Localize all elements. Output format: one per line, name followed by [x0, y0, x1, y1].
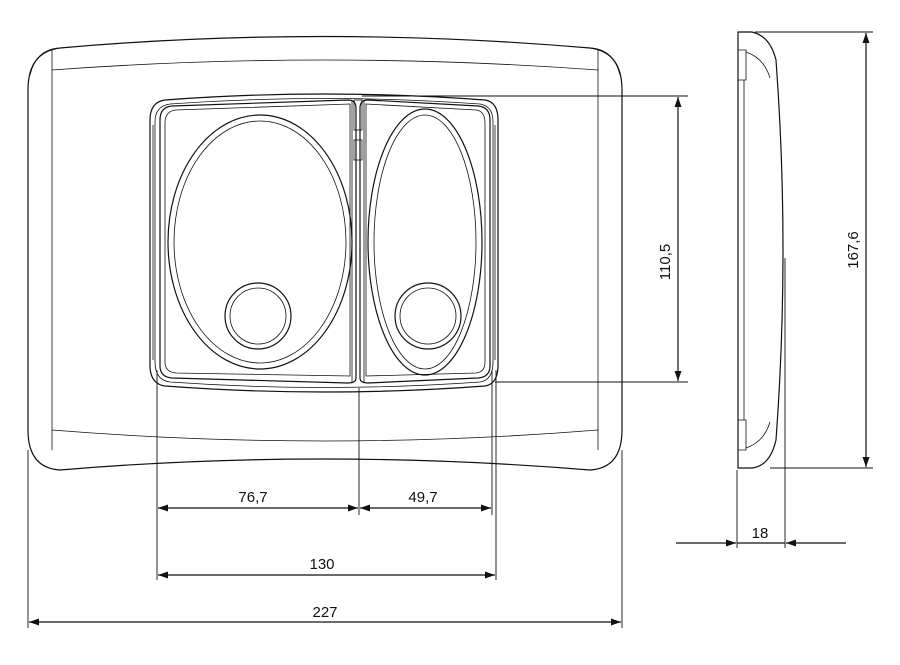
dim-plate-depth: 18 — [752, 525, 769, 542]
button-frame — [149, 93, 499, 393]
plate-outline — [27, 35, 623, 471]
dim-buttons-total-width: 130 — [309, 556, 334, 573]
dim-plate-width: 227 — [312, 604, 337, 621]
front-view — [27, 35, 623, 471]
side-view — [737, 31, 784, 469]
right-flush-button — [359, 99, 491, 384]
center-divider — [351, 99, 365, 383]
dimension-lines — [27, 31, 873, 628]
left-flush-button — [159, 99, 357, 384]
dim-plate-height: 167,6 — [845, 231, 862, 269]
dim-button-height: 110,5 — [657, 244, 674, 280]
dim-right-button-width: 49,7 — [408, 489, 437, 506]
dimension-labels: 76,7 49,7 130 227 110,5 167,6 18 — [238, 231, 862, 621]
dim-left-button-width: 76,7 — [238, 489, 267, 506]
